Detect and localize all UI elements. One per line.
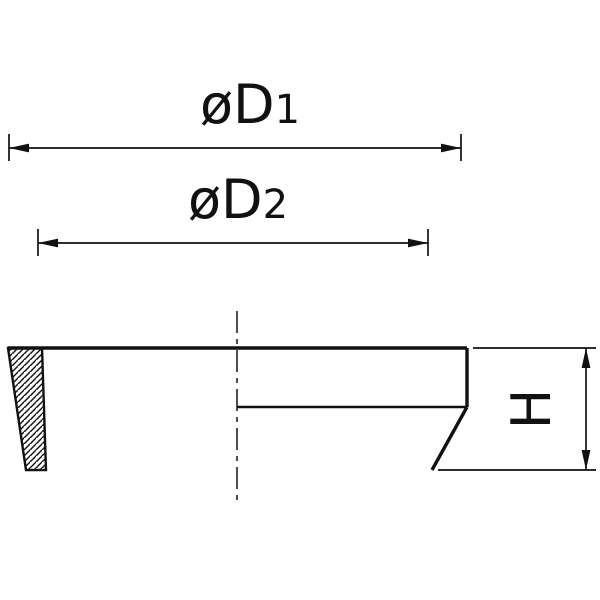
d2-arrowhead-right (408, 238, 428, 248)
dimension-h: H (438, 347, 596, 471)
d1-arrowhead-left (9, 143, 29, 153)
d2-arrowhead-left (38, 238, 58, 248)
dimension-d1: øD1 (8, 73, 462, 161)
section-hatch-area (6, 346, 48, 472)
h-label: H (500, 389, 563, 430)
part-cone-edge (430, 406, 469, 471)
h-arrowhead-top (581, 348, 591, 368)
d1-label: øD1 (200, 73, 300, 136)
dimension-d2: øD2 (37, 168, 429, 256)
d1-arrowhead-right (441, 143, 461, 153)
d2-label: øD2 (188, 168, 288, 231)
part-outline (6, 346, 469, 472)
h-arrowhead-bottom (581, 450, 591, 470)
